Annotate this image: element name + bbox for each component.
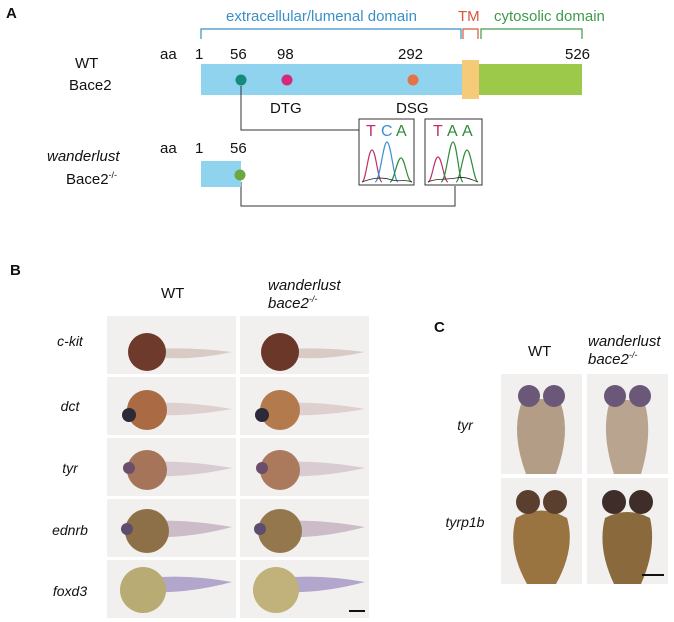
- panel-c-label: C: [434, 319, 445, 336]
- gene-label-ckit: c-kit: [57, 333, 83, 349]
- gene-label-foxd3: foxd3: [52, 583, 88, 599]
- scale-bar-c: [642, 574, 664, 576]
- panel-a-label: A: [6, 5, 17, 22]
- panel-b-col-wt: WT: [161, 285, 185, 302]
- panel-c-gene-tyrp1b: tyrp1b: [445, 514, 485, 530]
- connector-bottom: [240, 182, 456, 207]
- chrom1-base-2: C: [381, 123, 393, 140]
- mut-pos-56: 56: [230, 140, 247, 157]
- larva-tyrp1b-wt: [501, 478, 582, 584]
- chromatogram-1: [358, 118, 415, 186]
- chrom2-base-3: A: [462, 123, 473, 140]
- larva-tyrp1b-mut: [587, 478, 668, 584]
- wt-tm-bar: [462, 60, 479, 99]
- embryo-tyr-mut: [240, 438, 369, 496]
- wt-pos-56: 56: [230, 46, 247, 63]
- wt-pos-292: 292: [398, 46, 424, 63]
- chrom2-base-2: A: [447, 123, 458, 140]
- larva-tyr-mut: [587, 374, 668, 474]
- chrom1-base-3: A: [396, 123, 407, 140]
- wt-pos-526: 526: [565, 46, 591, 63]
- wt-aa-label: aa: [160, 46, 177, 63]
- embryo-foxd3-mut: [240, 560, 369, 618]
- embryo-tyr-wt: [107, 438, 236, 496]
- chrom2-base-1: T: [433, 123, 443, 140]
- mut-pos-1: 1: [195, 140, 204, 157]
- gene-label-tyr: tyr: [62, 460, 78, 476]
- connector-top: [240, 86, 360, 131]
- wt-pos-98: 98: [277, 46, 294, 63]
- embryo-dct-wt: [107, 377, 236, 435]
- embryo-dct-mut: [240, 377, 369, 435]
- embryo-ckit-wt: [107, 316, 236, 374]
- dot-aa292: [407, 74, 419, 86]
- wt-pos-1: 1: [195, 46, 204, 63]
- motif-dsg: DSG: [396, 100, 429, 117]
- scale-bar-b: [349, 610, 365, 612]
- dot-mut-aa56: [234, 169, 246, 181]
- wt-label: WT: [75, 55, 99, 72]
- dot-aa98: [281, 74, 293, 86]
- mut-extracellular-bar: [201, 161, 241, 187]
- extracellular-bracket: [200, 28, 462, 39]
- embryo-ckit-mut: [240, 316, 369, 374]
- gene-label-dct: dct: [60, 398, 80, 414]
- extracellular-domain-label: extracellular/lumenal domain: [226, 8, 417, 25]
- protein-diagram: [200, 28, 583, 207]
- gene-label-ednrb: ednrb: [52, 522, 88, 538]
- cytosolic-bracket: [480, 28, 583, 39]
- chrom1-base-1: T: [366, 123, 376, 140]
- larva-tyr-wt: [501, 374, 582, 474]
- cytosolic-domain-label: cytosolic domain: [494, 8, 605, 25]
- chromatogram-2: [424, 118, 483, 186]
- motif-dtg: DTG: [270, 100, 302, 117]
- dot-aa56: [235, 74, 247, 86]
- mutant-label: wanderlust: [47, 148, 120, 165]
- panel-c-gene-tyr: tyr: [457, 417, 473, 433]
- mutant-protein-label: Bace2-/-: [66, 170, 118, 188]
- embryo-ednrb-mut: [240, 499, 369, 557]
- panel-c-col-wt: WT: [528, 343, 552, 360]
- tm-domain-label: TM: [458, 8, 480, 25]
- embryo-ednrb-wt: [107, 499, 236, 557]
- mut-aa-label: aa: [160, 140, 177, 157]
- panel-b-label: B: [10, 262, 21, 279]
- wt-cytosolic-bar: [479, 64, 582, 95]
- tm-bracket: [462, 28, 479, 39]
- embryo-foxd3-wt: [107, 560, 236, 618]
- wt-protein-label: Bace2: [69, 77, 112, 94]
